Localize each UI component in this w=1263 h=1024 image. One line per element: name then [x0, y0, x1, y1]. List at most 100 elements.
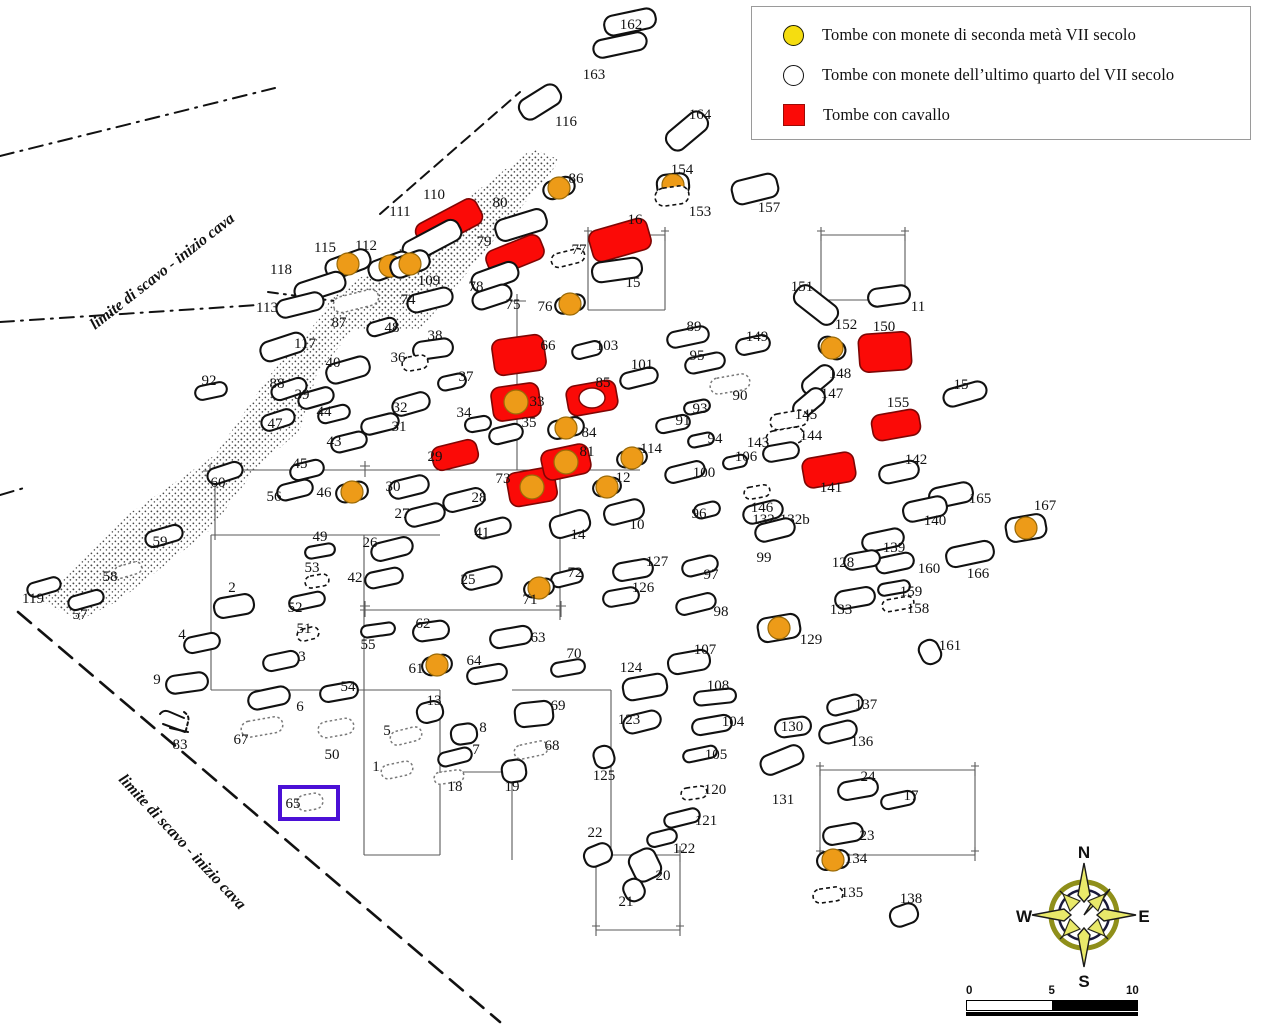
tomb-57[interactable]: 57 [67, 588, 105, 623]
tomb-133[interactable]: 133 [830, 586, 877, 618]
tomb-83[interactable]: 83 [173, 737, 188, 753]
tomb-38[interactable]: 38 [412, 328, 454, 361]
tomb-136[interactable]: 136 [817, 719, 874, 750]
tomb-85[interactable]: 85 [565, 375, 619, 417]
tomb-104[interactable]: 104 [691, 713, 745, 737]
tomb-103[interactable]: 103 [571, 338, 618, 360]
tomb-46[interactable]: 46 [317, 480, 370, 504]
tomb-23[interactable]: 23 [822, 822, 875, 847]
tomb-53[interactable]: 53 [304, 560, 330, 589]
tomb-42[interactable]: 42 [348, 566, 405, 590]
tomb-64[interactable]: 64 [466, 653, 508, 686]
tomb-10[interactable]: 10 [602, 497, 646, 533]
tomb-76[interactable]: 76 [538, 292, 587, 316]
tomb-72[interactable]: 72 [550, 565, 584, 589]
tomb-18[interactable]: 18 [433, 768, 465, 795]
tomb-94[interactable]: 94 [687, 431, 723, 449]
tomb-15b[interactable]: 15 [941, 377, 988, 409]
tomb-145[interactable]: 145 [769, 407, 817, 431]
tomb-71[interactable]: 71 [523, 576, 556, 608]
tomb-117[interactable]: 117 [258, 330, 316, 363]
tomb-101[interactable]: 101 [619, 357, 660, 390]
tomb-116[interactable]: 116 [516, 81, 578, 130]
tomb-51[interactable]: 51 [296, 621, 320, 643]
tomb-159[interactable]: 159 [877, 579, 922, 600]
tomb-39[interactable]: 39 [295, 385, 336, 410]
tomb-7[interactable]: 7 [437, 742, 480, 768]
tomb-160[interactable]: 160 [875, 551, 940, 577]
tomb-162[interactable]: 162 [602, 7, 657, 37]
tomb-124[interactable]: 124 [620, 660, 669, 702]
tomb-45[interactable]: 45 [289, 456, 326, 482]
tomb-138[interactable]: 138 [887, 891, 922, 929]
tomb-37[interactable]: 37 [437, 369, 474, 392]
tomb-96[interactable]: 96 [692, 500, 722, 522]
tomb-135[interactable]: 135 [812, 885, 863, 904]
tomb-122[interactable]: 122 [646, 828, 695, 857]
tomb-93[interactable]: 93 [683, 398, 711, 417]
tomb-8[interactable]: 8 [449, 720, 487, 746]
tomb-158[interactable]: 158 [881, 595, 929, 617]
tomb-161[interactable]: 161 [916, 637, 961, 667]
tomb-63[interactable]: 63 [489, 624, 546, 650]
tomb-139[interactable]: 139 [861, 527, 906, 556]
tomb-9[interactable]: 9 [153, 671, 209, 695]
tomb-32[interactable]: 32 [390, 390, 431, 418]
tomb-166[interactable]: 166 [944, 539, 995, 582]
tomb-163[interactable]: 163 [583, 31, 649, 83]
tomb-87[interactable]: 87 [332, 288, 381, 331]
tomb-73[interactable]: 73 [496, 466, 559, 508]
tomb-21[interactable]: 21 [619, 876, 648, 910]
tomb-90[interactable]: 90 [709, 373, 751, 404]
tomb-131[interactable]: 131 [758, 742, 806, 808]
tomb-14[interactable]: 14 [548, 508, 593, 543]
tomb-146[interactable]: 146 [743, 483, 774, 516]
tomb-15a[interactable]: 15 [590, 256, 644, 291]
tomb-120[interactable]: 120 [680, 782, 726, 801]
tomb-30[interactable]: 30 [386, 473, 431, 500]
tomb-100[interactable]: 100 [664, 459, 716, 484]
tomb-128[interactable]: 128 [832, 549, 881, 571]
tomb-151[interactable]: 151 [790, 279, 841, 328]
tomb-84[interactable]: 84 [547, 415, 597, 441]
tomb-98[interactable]: 98 [675, 591, 729, 620]
tomb-25[interactable]: 25 [460, 564, 503, 591]
tomb-31[interactable]: 31 [360, 412, 407, 437]
tomb-40[interactable]: 40 [324, 354, 372, 385]
tomb-60[interactable]: 60 [205, 460, 244, 491]
tomb-55[interactable]: 55 [360, 621, 396, 653]
tomb-153[interactable]: 153 [654, 185, 711, 220]
tomb-6[interactable]: 6 [247, 685, 305, 715]
tomb-119[interactable]: 119 [22, 576, 62, 607]
tomb-109[interactable]: 109 [388, 248, 440, 289]
tomb-99[interactable]: 99 [753, 516, 796, 566]
tomb-47[interactable]: 47 [259, 407, 296, 433]
tomb-164[interactable]: 164 [662, 107, 712, 154]
tomb-5[interactable]: 5 [383, 723, 423, 747]
tomb-52[interactable]: 52 [288, 590, 327, 616]
tomb-65[interactable]: 65 [286, 792, 325, 812]
tomb-126[interactable]: 126 [602, 580, 655, 608]
tomb-43[interactable]: 43 [327, 430, 369, 454]
tomb-29[interactable]: 29 [428, 438, 481, 472]
tomb-54[interactable]: 54 [319, 679, 359, 703]
tomb-127[interactable]: 127 [612, 554, 669, 582]
tomb-50[interactable]: 50 [317, 717, 355, 763]
tomb-19[interactable]: 19 [500, 758, 528, 795]
tomb-13[interactable]: 13 [415, 693, 445, 725]
tomb-115[interactable]: 115 [314, 240, 373, 281]
tomb-134[interactable]: 134 [816, 848, 868, 872]
tomb-157[interactable]: 157 [730, 172, 781, 216]
tomb-34[interactable]: 34 [457, 405, 493, 434]
tomb-36[interactable]: 36 [391, 350, 430, 372]
tomb-86[interactable]: 86 [541, 171, 584, 202]
tomb-2[interactable]: 2 [212, 580, 256, 619]
tomb-56[interactable]: 56 [267, 478, 315, 505]
tomb-68[interactable]: 68 [513, 738, 560, 760]
tomb-143[interactable]: 143 [747, 435, 800, 463]
tomb-44[interactable]: 44 [317, 403, 352, 425]
tomb-1[interactable]: 1 [372, 759, 414, 780]
tomb-140[interactable]: 140 [901, 495, 948, 529]
tomb-106[interactable]: 106 [722, 449, 758, 471]
tomb-142[interactable]: 142 [878, 452, 928, 485]
